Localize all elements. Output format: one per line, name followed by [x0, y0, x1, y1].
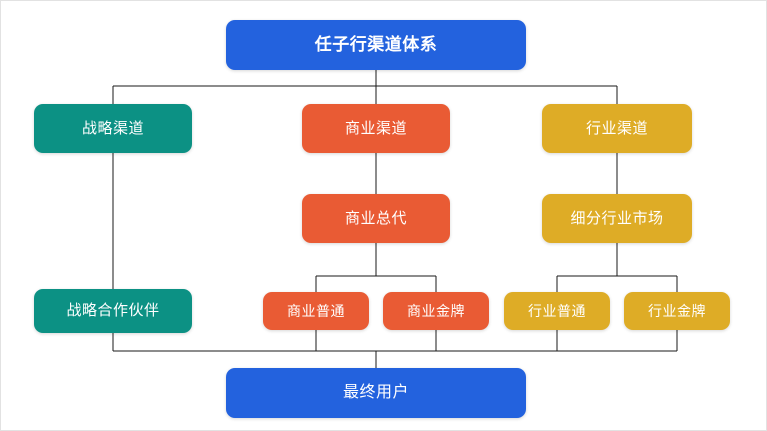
node-industry-gold[interactable]: 行业金牌	[624, 292, 730, 330]
node-industry-standard[interactable]: 行业普通	[504, 292, 610, 330]
node-root[interactable]: 任子行渠道体系	[226, 20, 526, 70]
node-commercial-gold[interactable]: 商业金牌	[383, 292, 489, 330]
node-commercial-channel[interactable]: 商业渠道	[302, 104, 450, 153]
node-commercial-standard[interactable]: 商业普通	[263, 292, 369, 330]
node-industry-channel[interactable]: 行业渠道	[542, 104, 692, 153]
node-end-user[interactable]: 最终用户	[226, 368, 526, 418]
node-segment-industry-market[interactable]: 细分行业市场	[542, 194, 692, 243]
node-commercial-distributor[interactable]: 商业总代	[302, 194, 450, 243]
node-strategic-channel[interactable]: 战略渠道	[34, 104, 192, 153]
node-strategic-partner[interactable]: 战略合作伙伴	[34, 289, 192, 333]
